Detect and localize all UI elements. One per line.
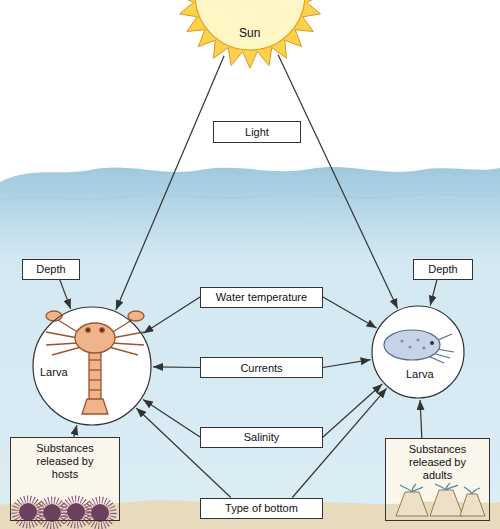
panel-label: Substances released by adults <box>399 443 477 482</box>
influence-arrow <box>60 280 71 309</box>
box-label: Light <box>245 125 269 139</box>
cypris-spot <box>423 347 426 350</box>
factor-box: Light <box>213 121 301 143</box>
factor-box: Water temperature <box>200 287 323 308</box>
crab-arm <box>111 320 132 333</box>
influence-arrow <box>153 366 200 368</box>
influence-arrow <box>136 408 231 498</box>
substance-panel: Substances released by hosts <box>10 437 120 521</box>
crab-segment <box>89 389 101 390</box>
circle-border <box>372 306 464 398</box>
influence-arrow <box>143 400 200 438</box>
cypris-body <box>384 330 440 360</box>
crab-leg <box>52 347 81 355</box>
influence-arrow <box>430 280 437 306</box>
crab-claw <box>128 311 144 321</box>
barnacles <box>396 483 485 516</box>
shape-label: Sun <box>239 26 260 40</box>
influence-arrow <box>116 56 224 310</box>
larva-circle: Larva <box>32 306 152 426</box>
crab-leg <box>109 347 138 355</box>
box-label: Type of bottom <box>225 501 298 515</box>
shape-label: Larva <box>40 365 68 379</box>
urchin-spines <box>15 499 41 525</box>
crab-leg <box>46 332 78 338</box>
circle-outline <box>371 305 465 399</box>
larva-circle-fill <box>33 307 151 425</box>
influence-arrow <box>143 297 200 333</box>
factor-box: Currents <box>200 357 323 378</box>
urchin-body <box>43 504 61 522</box>
cypris-spot <box>409 346 412 349</box>
cypris-antenna <box>438 334 452 340</box>
crab-segment <box>89 379 101 380</box>
crab-leg <box>112 332 144 338</box>
sea-urchins <box>15 499 113 526</box>
crab-larva <box>46 311 144 414</box>
influence-arrow <box>420 400 422 438</box>
box-label: Water temperature <box>216 290 307 304</box>
influence-arrow <box>323 297 377 328</box>
urchin-body <box>19 503 37 521</box>
sun-rays <box>177 0 323 68</box>
barnacle-shell <box>430 490 463 516</box>
box-label: Salinity <box>244 430 279 444</box>
crab-arm <box>58 320 79 333</box>
crab-eye <box>86 328 90 332</box>
crab-segment <box>89 359 101 360</box>
crab-abdomen <box>89 350 101 400</box>
urchin-body <box>91 504 109 522</box>
factor-box: Depth <box>413 259 473 280</box>
influence-arrow <box>74 425 77 437</box>
cypris-spot <box>401 340 404 343</box>
crab-carapace <box>75 323 115 353</box>
crab-leg <box>112 343 144 345</box>
wave-line <box>0 194 500 200</box>
influence-arrow <box>278 55 398 309</box>
crab-segment <box>89 369 101 370</box>
cypris-larva <box>384 330 454 363</box>
cypris-eye <box>430 341 434 345</box>
box-label: Currents <box>240 361 282 375</box>
wave-line <box>0 217 500 222</box>
substance-panel: Substances released by adults <box>385 438 490 521</box>
barnacle-cirri <box>400 484 423 492</box>
sea-water <box>0 167 500 529</box>
shape-label: Larva <box>406 367 434 381</box>
influence-arrow <box>323 384 382 437</box>
crab-eye <box>100 328 104 332</box>
box-label: Depth <box>428 262 457 276</box>
crab-tail <box>82 399 108 414</box>
barnacle-shell <box>460 494 485 516</box>
panel-label: Substances released by hosts <box>26 442 104 481</box>
urchin-spines <box>63 499 89 525</box>
influence-arrow <box>323 360 371 368</box>
cypris-leg <box>428 356 444 363</box>
crab-leg <box>46 343 78 345</box>
factor-box: Depth <box>22 259 80 280</box>
cypris-spot <box>417 339 420 342</box>
larva-circle: Larva <box>371 305 465 399</box>
urchin-body <box>67 503 85 521</box>
urchin-spines <box>87 500 113 526</box>
barnacle-cirri <box>435 483 458 490</box>
panel-fill <box>385 438 490 521</box>
sun-shape: Sun <box>175 0 325 70</box>
sun-disc <box>195 0 305 50</box>
circle-border <box>33 307 151 425</box>
barnacle-cirri <box>464 487 480 494</box>
barnacle-shell <box>396 492 428 516</box>
factor-box: Type of bottom <box>200 498 323 519</box>
factor-box: Salinity <box>200 427 323 448</box>
larva-circle-fill <box>372 306 464 398</box>
box-label: Depth <box>36 262 65 276</box>
